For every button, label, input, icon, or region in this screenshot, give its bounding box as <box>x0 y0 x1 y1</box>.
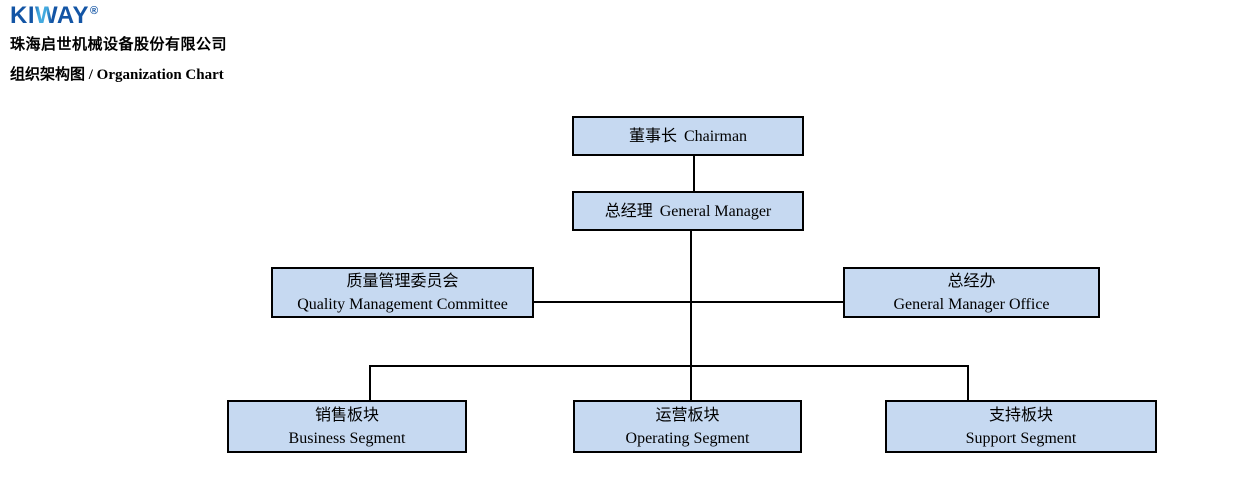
org-node-operating-label-zh: 运营板块 <box>655 406 720 424</box>
org-node-qmc-label-en: Quality Management Committee <box>297 295 508 313</box>
org-node-general-manager-office: 总经办 General Manager Office <box>843 267 1100 318</box>
org-node-general-manager: 总经理 General Manager <box>572 191 804 231</box>
connector-segment-branch-rail <box>369 365 969 367</box>
company-name: 珠海启世机械设备股份有限公司 <box>10 37 228 53</box>
org-node-business-segment: 销售板块 Business Segment <box>227 400 467 453</box>
org-node-business-label-en: Business Segment <box>288 429 406 447</box>
org-node-chairman: 董事长 Chairman <box>572 116 804 156</box>
org-node-operating-segment: 运营板块 Operating Segment <box>573 400 802 453</box>
org-node-chairman-label-zh: 董事长 <box>628 127 677 145</box>
org-node-support-segment: 支持板块 Support Segment <box>885 400 1157 453</box>
registered-trademark-symbol: ® <box>89 5 99 17</box>
page-title: 组织架构图 / Organization Chart <box>10 67 224 83</box>
org-node-gmo-label-zh: 总经办 <box>947 272 996 290</box>
org-node-general-manager-label-zh: 总经理 <box>604 202 653 220</box>
org-node-quality-management-committee: 质量管理委员会 Quality Management Committee <box>271 267 534 318</box>
connector-chairman-to-gm <box>693 155 695 192</box>
org-node-qmc-label-zh: 质量管理委员会 <box>346 272 459 290</box>
org-node-business-label-zh: 销售板块 <box>314 406 379 424</box>
org-node-chairman-label-en: Chairman <box>683 127 748 145</box>
org-node-gmo-label-en: General Manager Office <box>893 295 1050 313</box>
org-node-operating-label-en: Operating Segment <box>625 429 750 447</box>
connector-committee-to-office <box>534 301 843 303</box>
org-node-support-label-en: Support Segment <box>965 429 1077 447</box>
kiway-logo-text: KIWAY <box>10 2 89 29</box>
connector-drop-business-segment <box>369 365 371 400</box>
org-node-support-label-zh: 支持板块 <box>988 406 1053 424</box>
connector-drop-support-segment <box>967 365 969 400</box>
org-node-general-manager-label-en: General Manager <box>659 202 772 220</box>
kiway-logo: KIWAY® <box>10 2 99 30</box>
connector-gm-trunk <box>690 230 692 400</box>
